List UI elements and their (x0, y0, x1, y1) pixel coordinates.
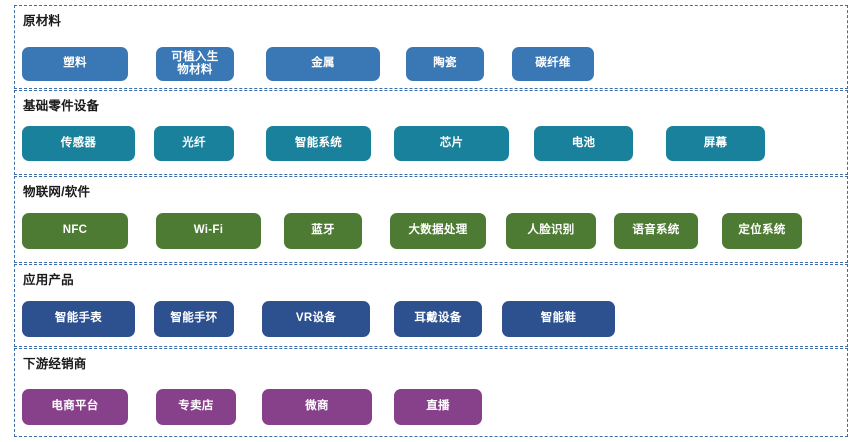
node-box[interactable]: 智能鞋 (502, 301, 615, 337)
tier-node-row: 电商平台专卖店微商直播 (15, 349, 847, 436)
node-box[interactable]: 人脸识别 (506, 213, 596, 249)
node-box[interactable]: 光纤 (154, 126, 234, 161)
tier-panel-3: 应用产品智能手表智能手环 VR设备耳戴设备智能鞋 (14, 264, 848, 347)
tier-panel-4: 下游经销商电商平台专卖店微商直播 (14, 348, 848, 437)
node-box[interactable]: 芯片 (394, 126, 509, 161)
node-box[interactable]: 语音系统 (614, 213, 698, 249)
node-box[interactable]: 直播 (394, 389, 482, 425)
node-box[interactable]: 智能系统 (266, 126, 371, 161)
tier-title: 下游经销商 (23, 357, 87, 371)
node-box[interactable]: 碳纤维 (512, 47, 594, 81)
node-box[interactable]: 定位系统 (722, 213, 802, 249)
node-box[interactable]: Wi-Fi (156, 213, 261, 249)
node-box[interactable]: 大数据处理 (390, 213, 486, 249)
node-box[interactable]: 电商平台 (22, 389, 128, 425)
tier-title: 应用产品 (23, 273, 74, 287)
tier-panel-2: 物联网/软件 NFC Wi-Fi 蓝牙大数据处理人脸识别语音系统定位系统 (14, 176, 848, 263)
node-box[interactable]: 屏幕 (666, 126, 765, 161)
node-box[interactable]: 陶瓷 (406, 47, 484, 81)
tier-title: 原材料 (23, 14, 62, 28)
node-box[interactable]: 传感器 (22, 126, 135, 161)
node-box[interactable]: VR设备 (262, 301, 370, 337)
node-box[interactable]: 耳戴设备 (394, 301, 482, 337)
tier-panel-0: 原材料塑料可植入生 物材料金属陶瓷碳纤维 (14, 5, 848, 89)
tier-title: 物联网/软件 (23, 185, 91, 199)
node-box[interactable]: 电池 (534, 126, 633, 161)
tier-node-row: 智能手表智能手环 VR设备耳戴设备智能鞋 (15, 265, 847, 346)
node-box[interactable]: 智能手环 (154, 301, 234, 337)
node-box[interactable]: 微商 (262, 389, 372, 425)
node-box[interactable]: 塑料 (22, 47, 128, 81)
tier-node-row: 传感器光纤智能系统芯片电池屏幕 (15, 91, 847, 174)
tier-panel-1: 基础零件设备传感器光纤智能系统芯片电池屏幕 (14, 90, 848, 175)
node-box[interactable]: 专卖店 (156, 389, 236, 425)
tier-node-row: NFC Wi-Fi 蓝牙大数据处理人脸识别语音系统定位系统 (15, 177, 847, 262)
node-box[interactable]: 金属 (266, 47, 380, 81)
node-box[interactable]: 蓝牙 (284, 213, 362, 249)
tier-node-row: 塑料可植入生 物材料金属陶瓷碳纤维 (15, 6, 847, 88)
node-box[interactable]: 可植入生 物材料 (156, 47, 234, 81)
node-box[interactable]: NFC (22, 213, 128, 249)
node-box[interactable]: 智能手表 (22, 301, 135, 337)
tier-title: 基础零件设备 (23, 99, 100, 113)
